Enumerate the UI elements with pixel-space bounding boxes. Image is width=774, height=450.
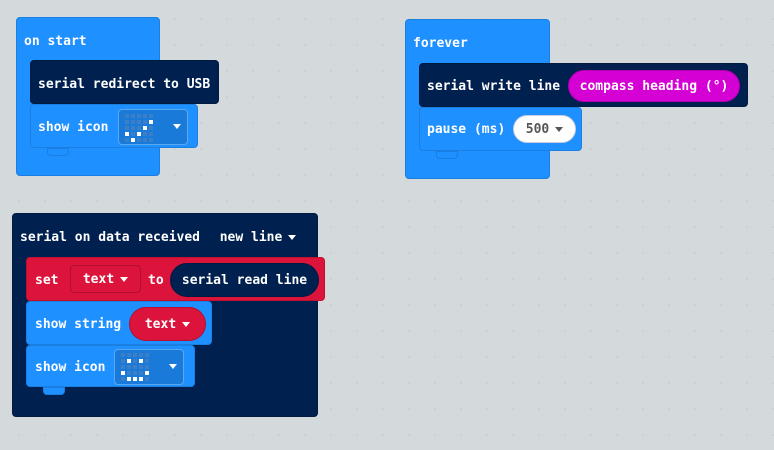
led-pixel: [139, 371, 143, 375]
led-pixel: [133, 353, 137, 357]
set-label: set: [35, 273, 59, 288]
string-variable-name: text: [144, 316, 177, 332]
led-pixel: [145, 365, 149, 369]
led-pixel: [131, 132, 135, 136]
led-pixel: [139, 377, 143, 381]
pause-label: pause (ms): [427, 122, 506, 137]
serial-redirect-block[interactable]: serial redirect to USB: [30, 60, 219, 112]
led-pixel: [149, 126, 153, 130]
led-pixel: [137, 138, 141, 142]
string-variable-dropdown[interactable]: text: [129, 307, 206, 341]
pause-value-dropdown[interactable]: 500: [513, 115, 576, 143]
led-pixel: [131, 126, 135, 130]
serial-on-data-label: serial on data received: [20, 230, 201, 245]
led-pixel: [137, 132, 141, 136]
pause-block[interactable]: pause (ms) 500: [419, 107, 582, 159]
dropdown-caret-icon: [173, 124, 181, 129]
led-pixel: [137, 114, 141, 118]
show-string-label: show string: [35, 317, 122, 332]
led-pixel: [127, 371, 131, 375]
led-pixel: [145, 371, 149, 375]
led-pixel: [137, 126, 141, 130]
led-pixel: [125, 126, 129, 130]
variable-name: text: [82, 271, 115, 287]
pause-value: 500: [525, 121, 550, 137]
led-pixel: [131, 114, 135, 118]
delimiter-dropdown[interactable]: new line: [209, 223, 307, 251]
set-variable-block[interactable]: set text to serial read line: [26, 257, 325, 309]
forever-label: forever: [413, 36, 468, 51]
icon-picker[interactable]: [118, 109, 188, 145]
led-pixel: [139, 359, 143, 363]
led-pixel: [121, 365, 125, 369]
led-pixel: [125, 114, 129, 118]
led-pixel: [121, 359, 125, 363]
led-pixel: [145, 353, 149, 357]
show-icon-block[interactable]: show icon: [30, 104, 198, 156]
led-pixel: [131, 138, 135, 142]
led-pixel: [149, 138, 153, 142]
led-pixel: [127, 353, 131, 357]
on-start-label: on start: [24, 34, 87, 49]
led-pixel: [139, 353, 143, 357]
dropdown-caret-icon: [288, 234, 297, 240]
led-pixel: [125, 132, 129, 136]
led-pixel: [127, 365, 131, 369]
led-pixel: [127, 377, 131, 381]
checkmark-icon: [125, 114, 157, 142]
led-pixel: [137, 120, 141, 124]
dropdown-caret-icon: [182, 321, 191, 327]
serial-redirect-label: serial redirect to USB: [38, 77, 211, 92]
led-pixel: [133, 377, 137, 381]
show-string-block[interactable]: show string text: [26, 301, 212, 353]
led-pixel: [125, 138, 129, 142]
show-icon-block-2[interactable]: show icon: [26, 345, 195, 395]
led-pixel: [131, 120, 135, 124]
led-pixel: [125, 120, 129, 124]
happy-face-icon: [121, 353, 153, 383]
led-pixel: [121, 371, 125, 375]
led-pixel: [133, 371, 137, 375]
to-label: to: [148, 273, 164, 288]
led-pixel: [149, 120, 153, 124]
led-pixel: [133, 365, 137, 369]
show-icon-label: show icon: [38, 120, 109, 135]
dropdown-caret-icon: [120, 276, 129, 282]
led-pixel: [145, 377, 149, 381]
serial-write-line-block[interactable]: serial write line compass heading (°): [419, 63, 748, 115]
show-icon-label: show icon: [35, 360, 106, 375]
led-pixel: [143, 126, 147, 130]
led-pixel: [139, 365, 143, 369]
delimiter-value: new line: [219, 229, 283, 245]
led-pixel: [143, 132, 147, 136]
serial-read-line-label: serial read line: [181, 272, 308, 288]
serial-write-line-label: serial write line: [427, 79, 561, 94]
dropdown-caret-icon: [555, 126, 564, 132]
led-pixel: [121, 377, 125, 381]
variable-dropdown[interactable]: text: [70, 265, 141, 293]
led-pixel: [143, 114, 147, 118]
led-pixel: [149, 132, 153, 136]
led-pixel: [145, 359, 149, 363]
dropdown-caret-icon: [169, 364, 177, 369]
led-pixel: [133, 359, 137, 363]
led-pixel: [143, 120, 147, 124]
compass-heading-reporter[interactable]: compass heading (°): [568, 70, 740, 102]
led-pixel: [143, 138, 147, 142]
icon-picker[interactable]: [114, 349, 184, 385]
led-pixel: [127, 359, 131, 363]
block-notch: [436, 151, 458, 159]
compass-heading-label: compass heading (°): [579, 78, 729, 94]
serial-read-line-reporter[interactable]: serial read line: [170, 263, 319, 297]
led-pixel: [121, 353, 125, 357]
led-pixel: [149, 114, 153, 118]
block-notch: [47, 148, 69, 156]
block-notch: [43, 387, 65, 395]
